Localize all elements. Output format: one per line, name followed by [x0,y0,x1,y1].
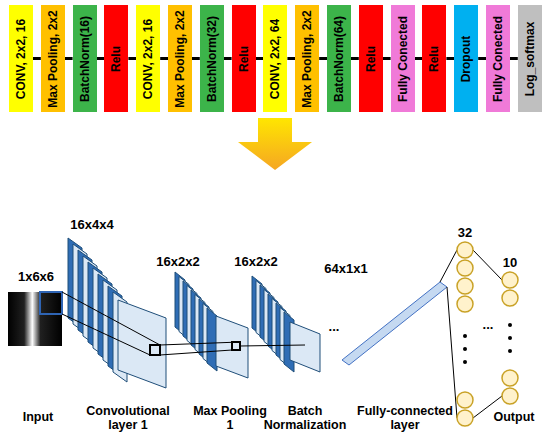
projection-line [62,314,150,355]
layer-label: Relu [364,45,378,71]
ellipsis-dot [463,334,467,338]
fc-line [473,250,502,280]
layer-link [33,57,41,60]
neuron [457,296,473,312]
dimension-label: ... [476,318,500,333]
neuron [502,370,518,386]
layer-link [415,57,423,60]
dimension-label: 64x1x1 [316,262,376,277]
neuron [457,410,473,426]
layer-box: Fully Conected [486,5,510,112]
layer-box: CONV, 2x2, 64 [263,5,287,112]
neuron [502,290,518,306]
layer-link [351,57,359,60]
layer-link [510,57,518,60]
layer-box: Fully Conected [391,5,415,112]
projection-line [160,350,232,355]
layer-link [478,57,486,60]
part-name: Output [484,410,544,424]
bn-front-map [290,322,320,372]
pool-window [232,342,240,350]
layer-label: Relu [237,45,251,71]
down-arrow [238,118,312,170]
layer-link [319,57,327,60]
layer-label: Relu [109,45,123,71]
ellipsis-dot [463,360,467,364]
layer-label: CONV, 2x2, 64 [268,18,282,98]
neuron [457,392,473,408]
layer-label: CONV, 2x2, 16 [14,18,28,98]
layer-link [446,57,454,60]
layer-box: Log_softmax [518,5,542,112]
layer-box: BatchNorm(64) [327,5,351,112]
ellipsis-dot [508,349,512,353]
fc-line [447,287,457,418]
kernel-window [150,345,160,355]
layer-label: BatchNorm(16) [78,15,92,101]
layer-box: CONV, 2x2, 16 [9,5,33,112]
part-name: Convolutional layer 1 [76,404,180,433]
layer-box: BatchNorm(16) [73,5,97,112]
layer-label: Fully Conected [396,15,410,101]
ellipsis-dot [508,323,512,327]
layer-box: CONV, 2x2, 16 [136,5,160,112]
dimension-label: 16x2x2 [148,255,208,270]
flatten-bar [342,282,447,365]
layer-box: Dropout [454,5,478,112]
part-name: Input [8,410,68,424]
layer-box: Relu [359,5,383,112]
dimension-label: 16x2x2 [226,255,286,270]
layer-box: Max Pooling, 2x2 [295,5,319,112]
layer-label: Log_softmax [523,21,537,96]
pool-front-map [216,316,248,378]
receptive-field [40,292,62,314]
neuron [457,242,473,258]
part-name: Max Pooling 1 [190,404,270,433]
layer-box: Relu [104,5,128,112]
layer-label: Max Pooling, 2x2 [300,10,314,107]
ellipsis-dot [508,336,512,340]
layer-link [383,57,391,60]
dimension-label: 10 [498,256,522,271]
dimension-label: 1x6x6 [10,270,62,285]
layer-label: Dropout [459,35,473,82]
dimension-label: 32 [453,226,477,241]
layer-link [256,57,264,60]
layer-box: BatchNorm(32) [200,5,224,112]
layer-label: Max Pooling, 2x2 [173,10,187,107]
layer-link [287,57,295,60]
layer-label: BatchNorm(32) [205,15,219,101]
part-name: Batch Normalization [259,404,351,433]
layer-link [128,57,136,60]
layer-box: Max Pooling, 2x2 [168,5,192,112]
fc-line [440,250,457,282]
layer-link [160,57,168,60]
layer-box: Relu [422,5,446,112]
layer-box: Relu [232,5,256,112]
projection-line [160,342,240,345]
neuron [457,260,473,276]
layer-label: Relu [427,45,441,71]
layer-label: CONV, 2x2, 16 [141,18,155,98]
layer-link [192,57,200,60]
part-name: Fully-connected layer [352,404,458,433]
layer-link [97,57,105,60]
input-image [8,292,62,346]
layer-label: BatchNorm(64) [332,15,346,101]
ellipsis-dot [463,347,467,351]
projection-line [240,345,305,346]
neuron [457,278,473,294]
layer-label: Max Pooling, 2x2 [46,10,60,107]
layer-link [224,57,232,60]
dimension-label: ... [321,320,347,335]
dimension-label: 16x4x4 [60,218,124,233]
layer-label: Fully Conected [491,15,505,101]
neuron [502,272,518,288]
layer-link [65,57,73,60]
layer-box: Max Pooling, 2x2 [41,5,65,112]
neuron [502,388,518,404]
